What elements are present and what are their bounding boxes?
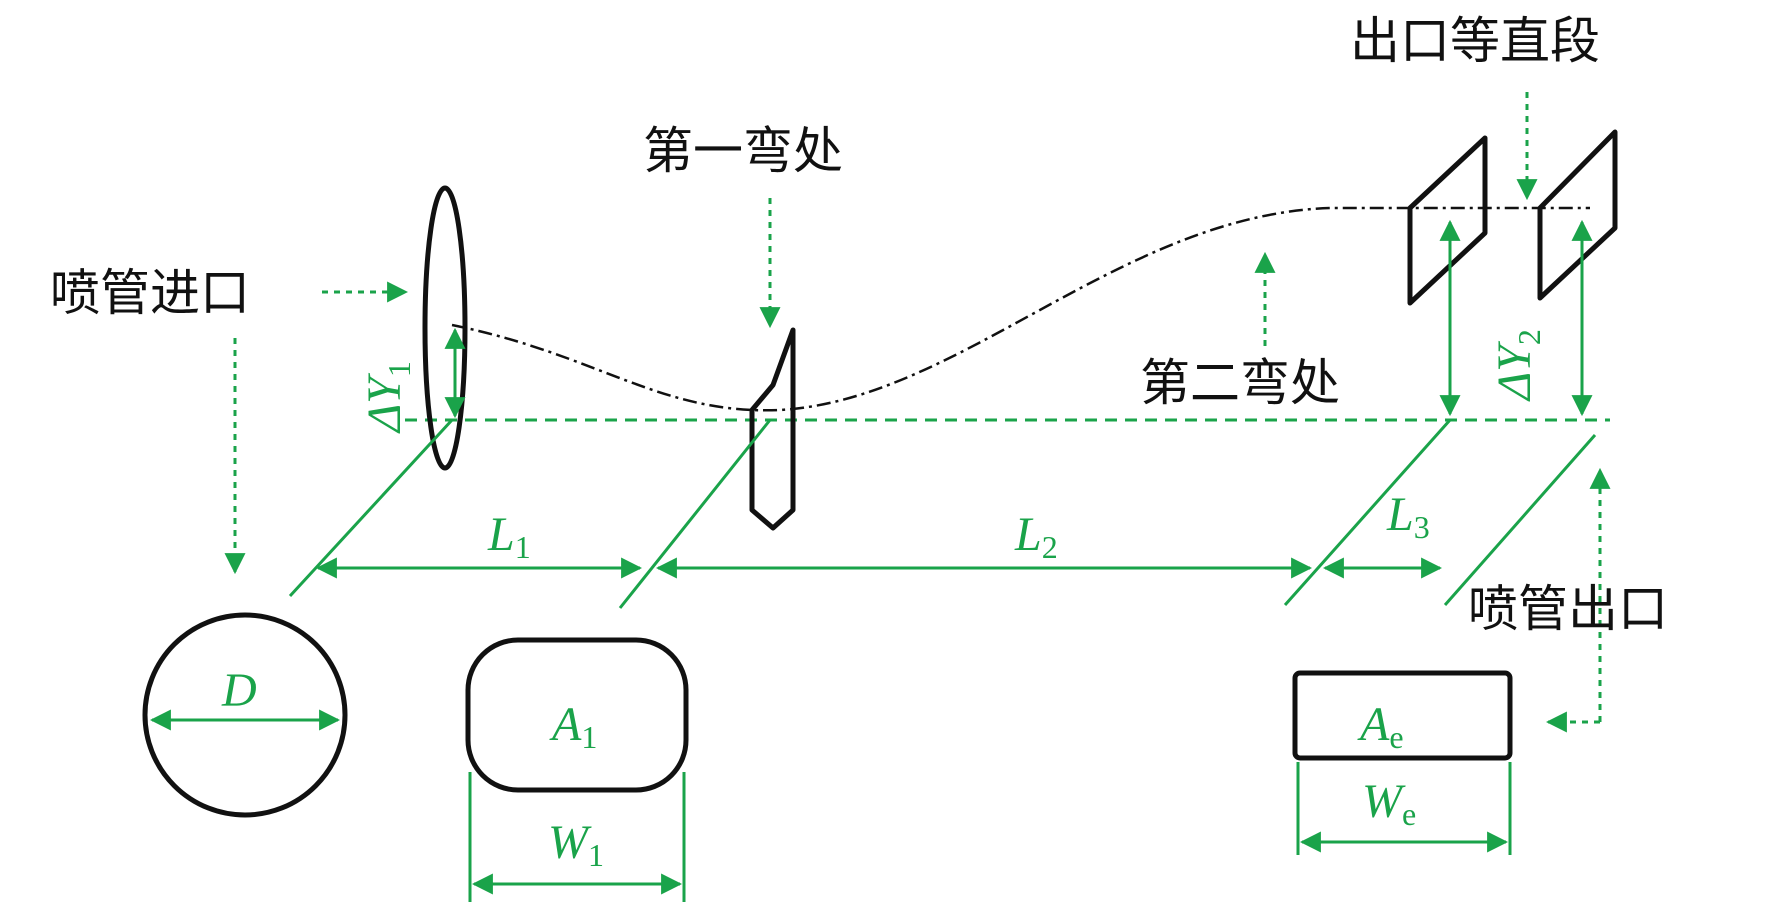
outlet-straight-section-1 <box>1407 135 1488 306</box>
l1-label: L1 <box>487 508 531 565</box>
we-label: We <box>1362 775 1416 832</box>
outlet-straight-section-2 <box>1537 129 1618 301</box>
first-bend-label: 第一弯处 <box>643 122 843 180</box>
l2-label: L2 <box>1014 508 1058 565</box>
d-label: D <box>221 664 257 717</box>
first-bend-section <box>749 327 796 531</box>
w1-label: W1 <box>548 816 604 873</box>
outlet-rect-section <box>1292 670 1513 761</box>
projection-line-inlet <box>288 418 454 598</box>
nozzle-inlet-label: 喷管进口 <box>50 264 250 322</box>
projection-line-outlet-end <box>1443 434 1597 606</box>
nozzle-outlet-label: 喷管出口 <box>1468 580 1668 638</box>
a1-label: A1 <box>549 698 597 755</box>
inlet-circle-section <box>142 612 348 818</box>
dy1-label: ΔY1 <box>358 361 417 434</box>
dy2-label: ΔY2 <box>1488 329 1547 402</box>
outlet-straight-label: 出口等直段 <box>1350 12 1600 70</box>
centerline-curve <box>451 206 1590 412</box>
first-bend-rounded-rect <box>465 637 689 793</box>
second-bend-label: 第二弯处 <box>1140 354 1340 412</box>
l3-label: L3 <box>1386 488 1430 545</box>
ae-label: Ae <box>1357 698 1404 755</box>
projection-line-outlet-start <box>1283 419 1452 606</box>
projection-line-first-bend <box>618 419 772 609</box>
